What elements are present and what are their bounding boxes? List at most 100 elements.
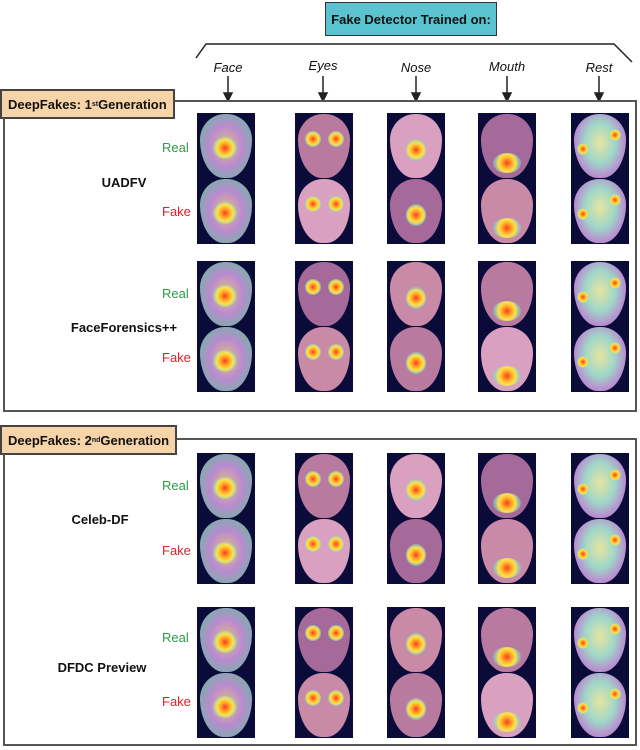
- heat-spot: [213, 696, 237, 718]
- heat-spot: [577, 483, 589, 495]
- column-label-eyes: Eyes: [308, 58, 338, 73]
- heatmap-face-nose: [387, 607, 445, 673]
- column-label-nose: Nose: [400, 60, 432, 75]
- heat-spot: [328, 131, 344, 147]
- heat-spot: [213, 350, 237, 372]
- fake-label: Fake: [162, 543, 191, 558]
- heatmap-face-mouth: [478, 518, 536, 584]
- heat-spot: [493, 153, 521, 173]
- heat-spot: [305, 690, 321, 706]
- heatmap-face-rest: [571, 326, 629, 392]
- face-skin: [298, 114, 350, 178]
- column-bracket-arrows: [195, 43, 633, 103]
- real-label: Real: [162, 630, 189, 645]
- dataset-label-uadfv: UADFV: [101, 175, 147, 190]
- heatmap-face-rest: [571, 178, 629, 244]
- heatmap-face-face: [197, 178, 255, 244]
- heat-spot: [609, 534, 621, 546]
- heatmap-face-face: [197, 453, 255, 519]
- heat-spot: [609, 194, 621, 206]
- heatmap-face-nose: [387, 453, 445, 519]
- heatmap-face-mouth: [478, 261, 536, 327]
- heat-spot: [406, 352, 426, 374]
- heatmap-face-nose: [387, 518, 445, 584]
- dataset-label-faceforensics: FaceForensics++: [70, 320, 178, 335]
- heat-spot: [406, 139, 426, 161]
- heatmap-face-eyes: [295, 178, 353, 244]
- heat-spot: [406, 698, 426, 720]
- face-skin: [298, 608, 350, 672]
- heat-spot: [328, 536, 344, 552]
- heat-spot: [493, 647, 521, 667]
- heatmap-face-eyes: [295, 607, 353, 673]
- heat-spot: [328, 344, 344, 360]
- heat-spot: [609, 342, 621, 354]
- heat-spot: [577, 143, 589, 155]
- face-skin: [298, 179, 350, 243]
- heat-spot: [213, 477, 237, 499]
- heat-spot: [305, 279, 321, 295]
- figure-title: Fake Detector Trained on:: [325, 2, 497, 36]
- real-label: Real: [162, 478, 189, 493]
- heat-spot: [577, 208, 589, 220]
- heat-spot: [493, 493, 521, 513]
- column-label-rest: Rest: [585, 60, 613, 75]
- heat-spot: [406, 544, 426, 566]
- heat-spot: [213, 137, 237, 159]
- section-label-text: DeepFakes: 1: [8, 96, 92, 112]
- heat-spot: [609, 129, 621, 141]
- heatmap-face-mouth: [478, 326, 536, 392]
- heat-spot: [577, 637, 589, 649]
- heat-spot: [493, 366, 521, 386]
- section-label-sup: st: [91, 100, 99, 108]
- heatmap-face-face: [197, 113, 255, 179]
- heatmap-face-nose: [387, 178, 445, 244]
- heatmap-face-mouth: [478, 113, 536, 179]
- heatmap-face-face: [197, 518, 255, 584]
- heat-spot: [213, 542, 237, 564]
- section-label-text: DeepFakes: 2: [8, 432, 92, 448]
- heatmap-face-rest: [571, 607, 629, 673]
- heatmap-face-face: [197, 326, 255, 392]
- heatmap-face-eyes: [295, 453, 353, 519]
- heat-spot: [577, 702, 589, 714]
- heat-spot: [213, 202, 237, 224]
- heatmap-face-mouth: [478, 607, 536, 673]
- heatmap-face-face: [197, 261, 255, 327]
- heatmap-face-rest: [571, 261, 629, 327]
- section-label-sup: nd: [91, 436, 101, 444]
- heatmap-face-mouth: [478, 178, 536, 244]
- heat-spot: [609, 469, 621, 481]
- column-label-mouth: Mouth: [488, 59, 526, 74]
- heatmap-face-rest: [571, 113, 629, 179]
- heat-spot: [213, 631, 237, 653]
- section-label-text-rest: Generation: [98, 96, 167, 112]
- heat-spot: [328, 690, 344, 706]
- heatmap-face-eyes: [295, 113, 353, 179]
- heatmap-face-mouth: [478, 453, 536, 519]
- heat-spot: [305, 131, 321, 147]
- heatmap-face-face: [197, 672, 255, 738]
- heatmap-face-face: [197, 607, 255, 673]
- heat-spot: [328, 196, 344, 212]
- heatmap-face-eyes: [295, 261, 353, 327]
- face-skin: [298, 454, 350, 518]
- face-skin: [298, 673, 350, 737]
- heat-spot: [328, 471, 344, 487]
- heatmap-face-nose: [387, 326, 445, 392]
- heat-spot: [328, 279, 344, 295]
- heatmap-face-mouth: [478, 672, 536, 738]
- heat-spot: [305, 196, 321, 212]
- heat-spot: [609, 688, 621, 700]
- fake-label: Fake: [162, 694, 191, 709]
- heat-spot: [406, 287, 426, 309]
- heatmap-face-rest: [571, 453, 629, 519]
- heat-spot: [493, 218, 521, 238]
- real-label: Real: [162, 286, 189, 301]
- heatmap-face-rest: [571, 672, 629, 738]
- fake-label: Fake: [162, 350, 191, 365]
- heat-spot: [493, 712, 521, 732]
- heat-spot: [609, 623, 621, 635]
